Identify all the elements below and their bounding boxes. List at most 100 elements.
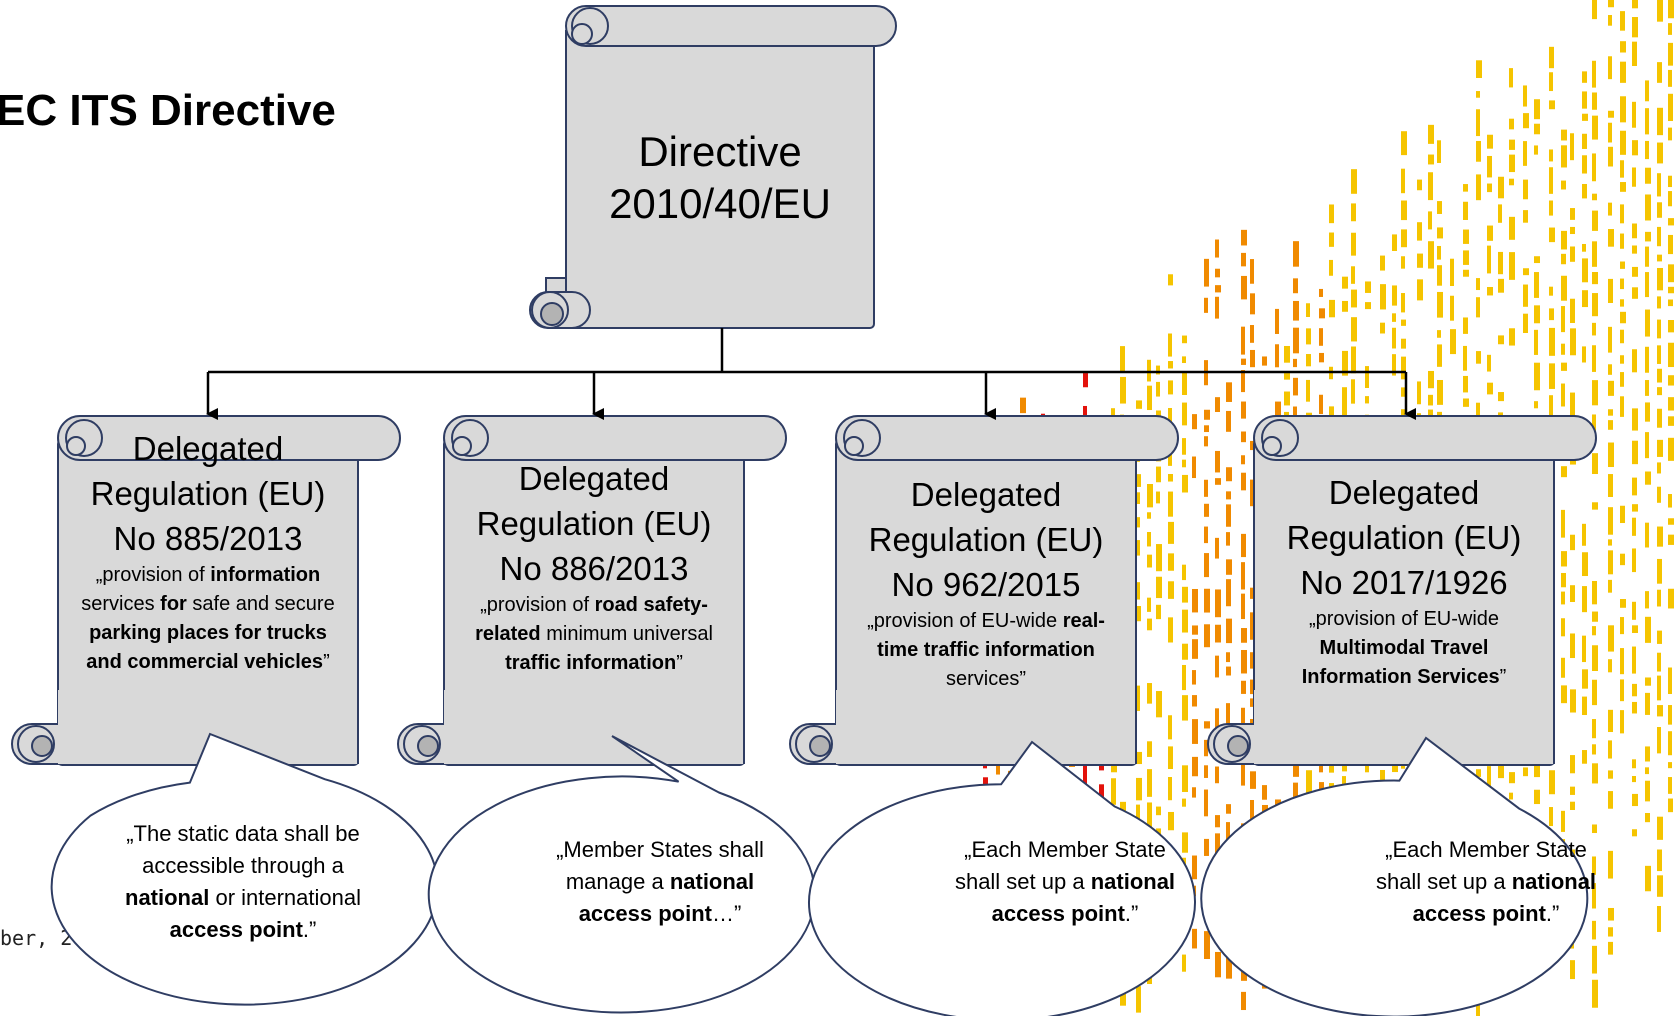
deco-stripe bbox=[1168, 380, 1173, 395]
deco-stripe bbox=[1620, 553, 1625, 566]
deco-stripe bbox=[1645, 167, 1651, 184]
deco-stripe bbox=[1645, 272, 1649, 298]
text-run-1: road safety-related bbox=[475, 594, 708, 645]
deco-stripe bbox=[1463, 398, 1469, 407]
deco-stripe bbox=[1592, 0, 1597, 20]
deco-stripe bbox=[1645, 813, 1650, 823]
deco-stripe bbox=[1561, 362, 1567, 371]
deco-stripe bbox=[1645, 471, 1651, 485]
text-run-1: real-time traffic information bbox=[877, 610, 1105, 661]
deco-stripe bbox=[1657, 462, 1661, 474]
deco-stripe bbox=[1582, 696, 1587, 716]
deco-stripe bbox=[1608, 791, 1613, 809]
deco-stripe bbox=[1351, 203, 1356, 222]
deco-stripe bbox=[1620, 679, 1624, 702]
deco-stripe bbox=[1192, 588, 1198, 613]
deco-stripe bbox=[1147, 597, 1151, 612]
deco-stripe bbox=[1608, 202, 1612, 216]
text-run-0: „Member States shall manage a bbox=[556, 837, 764, 894]
deco-stripe bbox=[1608, 56, 1612, 80]
deco-stripe bbox=[1417, 381, 1421, 405]
deco-stripe bbox=[1608, 326, 1612, 353]
text-run-2: minimum universal bbox=[540, 623, 713, 645]
deco-stripe bbox=[1487, 155, 1492, 178]
text-run-4: ” bbox=[676, 652, 683, 674]
deco-stripe bbox=[1168, 553, 1174, 571]
deco-stripe bbox=[1241, 472, 1246, 491]
deco-stripe bbox=[1657, 319, 1661, 339]
deco-stripe bbox=[1668, 23, 1672, 35]
deco-stripe bbox=[1136, 517, 1140, 528]
deco-stripe bbox=[1668, 518, 1674, 525]
deco-stripe bbox=[1192, 414, 1197, 430]
deco-stripe bbox=[1351, 317, 1357, 342]
deco-stripe bbox=[1136, 606, 1141, 622]
deco-stripe bbox=[1657, 727, 1661, 754]
deco-stripe bbox=[1293, 278, 1298, 294]
deco-stripe bbox=[1620, 599, 1626, 608]
deco-stripe bbox=[1570, 534, 1575, 551]
deco-stripe bbox=[1582, 258, 1588, 283]
deco-stripe bbox=[1428, 154, 1434, 165]
deco-stripe bbox=[1226, 822, 1230, 850]
deco-stripe bbox=[1306, 770, 1312, 796]
deco-stripe bbox=[1592, 763, 1598, 784]
deco-stripe bbox=[1284, 373, 1290, 380]
directive-scroll bbox=[529, 5, 897, 329]
deco-stripe bbox=[1632, 223, 1637, 239]
deco-stripe bbox=[1645, 346, 1649, 373]
deco-stripe bbox=[1561, 383, 1565, 407]
deco-stripe bbox=[1632, 504, 1638, 512]
text-run-0: „provision of EU-wide bbox=[1308, 608, 1500, 630]
deco-stripe bbox=[1293, 406, 1297, 422]
deco-stripe bbox=[1342, 276, 1348, 289]
deco-stripe bbox=[1241, 326, 1245, 355]
speech-bubble-3 bbox=[808, 740, 1197, 1016]
deco-stripe bbox=[1570, 786, 1575, 795]
deco-stripe bbox=[1226, 618, 1232, 644]
deco-stripe bbox=[1498, 176, 1504, 199]
deco-stripe bbox=[1632, 759, 1636, 769]
deco-stripe bbox=[1168, 715, 1172, 740]
deco-stripe bbox=[1620, 396, 1624, 417]
deco-stripe bbox=[1351, 169, 1357, 194]
deco-stripe bbox=[1401, 168, 1405, 194]
deco-stripe bbox=[1632, 829, 1637, 837]
deco-stripe bbox=[1549, 770, 1555, 795]
deco-stripe bbox=[1250, 440, 1254, 451]
deco-stripe bbox=[1570, 133, 1574, 161]
deco-stripe bbox=[1476, 278, 1480, 291]
deco-stripe bbox=[1204, 503, 1209, 517]
deco-stripe bbox=[1204, 838, 1209, 856]
deco-stripe bbox=[1476, 140, 1481, 162]
deco-stripe bbox=[1215, 537, 1219, 559]
deco-stripe bbox=[1168, 473, 1173, 482]
deco-stripe bbox=[1549, 308, 1554, 321]
deco-stripe bbox=[1523, 210, 1528, 223]
deco-stripe bbox=[1608, 364, 1612, 375]
deco-stripe bbox=[1215, 766, 1219, 784]
deco-stripe bbox=[1549, 149, 1553, 162]
deco-stripe bbox=[1342, 300, 1348, 312]
regulation-label-4: Delegated Regulation (EU) No 2017/1926 „… bbox=[1274, 470, 1534, 692]
deco-stripe bbox=[1365, 763, 1369, 773]
deco-stripe bbox=[1620, 233, 1624, 249]
deco-stripe bbox=[1632, 0, 1638, 9]
deco-stripe bbox=[1570, 208, 1575, 220]
deco-stripe bbox=[1509, 252, 1515, 280]
deco-stripe bbox=[1549, 167, 1553, 194]
deco-stripe bbox=[996, 764, 1000, 775]
deco-stripe bbox=[1250, 652, 1255, 669]
deco-stripe bbox=[1620, 329, 1624, 344]
deco-stripe bbox=[1392, 234, 1397, 251]
deco-stripe bbox=[1570, 328, 1576, 356]
deco-stripe bbox=[1608, 539, 1612, 546]
deco-stripe bbox=[1668, 667, 1672, 695]
deco-stripe bbox=[1592, 153, 1596, 182]
deco-stripe bbox=[1592, 979, 1598, 1008]
text-run-3: for bbox=[160, 593, 187, 615]
deco-stripe bbox=[1437, 291, 1443, 318]
deco-stripe bbox=[1608, 850, 1613, 879]
deco-stripe bbox=[1645, 402, 1650, 422]
deco-stripe bbox=[1168, 361, 1173, 369]
